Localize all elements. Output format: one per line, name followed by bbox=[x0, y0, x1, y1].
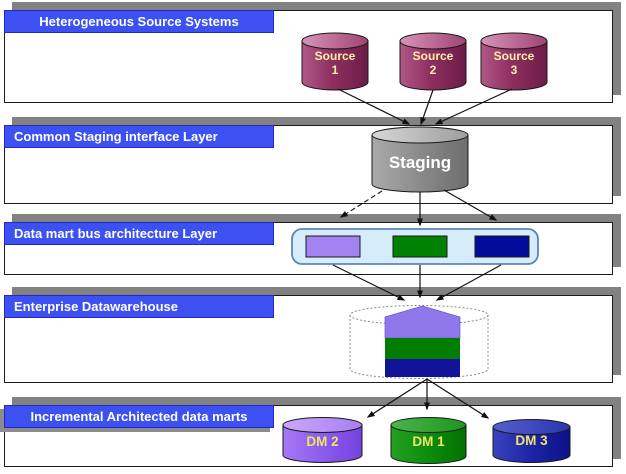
layer-label-bus: Data mart bus architecture Layer bbox=[4, 222, 274, 245]
dm3-cylinder bbox=[492, 419, 571, 463]
edw-purple-block bbox=[384, 305, 461, 339]
bus-navy-segment bbox=[474, 235, 530, 258]
arrow-edw-dm2 bbox=[366, 378, 428, 418]
source1-line1: Source bbox=[314, 49, 356, 63]
source-cylinder-2 bbox=[399, 32, 467, 91]
arrow-source1-staging bbox=[337, 88, 411, 125]
staging-label: Staging bbox=[388, 153, 452, 172]
layer-label-edw: Enterprise Datawarehouse bbox=[4, 295, 274, 318]
dm2-label: DM 2 bbox=[306, 434, 339, 449]
arrow-edw-dm3 bbox=[426, 378, 490, 419]
layer-label-staging: Common Staging interface Layer bbox=[4, 125, 274, 148]
edw-navy-block bbox=[385, 359, 460, 377]
arrow-source3-staging bbox=[434, 88, 513, 125]
edw-green-block bbox=[385, 338, 460, 359]
layer-label-sources: Heterogeneous Source Systems bbox=[4, 10, 274, 33]
bus-green-segment bbox=[392, 235, 448, 258]
staging-cylinder bbox=[371, 126, 469, 193]
source-cylinder-1 bbox=[301, 32, 369, 91]
source3-line1: Source bbox=[493, 49, 535, 63]
dm1-label: DM 1 bbox=[412, 434, 445, 449]
source2-line2: 2 bbox=[429, 62, 437, 77]
layer-label-marts: Incremental Architected data marts bbox=[4, 405, 274, 428]
source-cylinder-3 bbox=[480, 32, 548, 91]
edw-cylinder bbox=[349, 305, 489, 379]
arrow-staging-bus-left-dashed bbox=[339, 190, 383, 218]
source3-label: Source 3 bbox=[481, 49, 547, 77]
dm1-cylinder bbox=[390, 417, 467, 464]
source2-line1: Source bbox=[412, 49, 454, 63]
source3-line2: 3 bbox=[510, 62, 518, 77]
arrow-bus-edw-left bbox=[332, 264, 406, 301]
arrow-source2-staging bbox=[420, 89, 434, 126]
arrow-staging-bus-right bbox=[443, 189, 498, 221]
bus-purple-segment bbox=[305, 235, 361, 258]
source1-line2: 1 bbox=[331, 62, 339, 77]
arrow-bus-edw-right bbox=[435, 264, 502, 301]
source2-label: Source 2 bbox=[400, 49, 466, 77]
source1-label: Source 1 bbox=[302, 49, 368, 77]
dm2-cylinder bbox=[282, 417, 363, 463]
bus-container bbox=[291, 228, 539, 265]
dm3-label: DM 3 bbox=[515, 433, 548, 448]
